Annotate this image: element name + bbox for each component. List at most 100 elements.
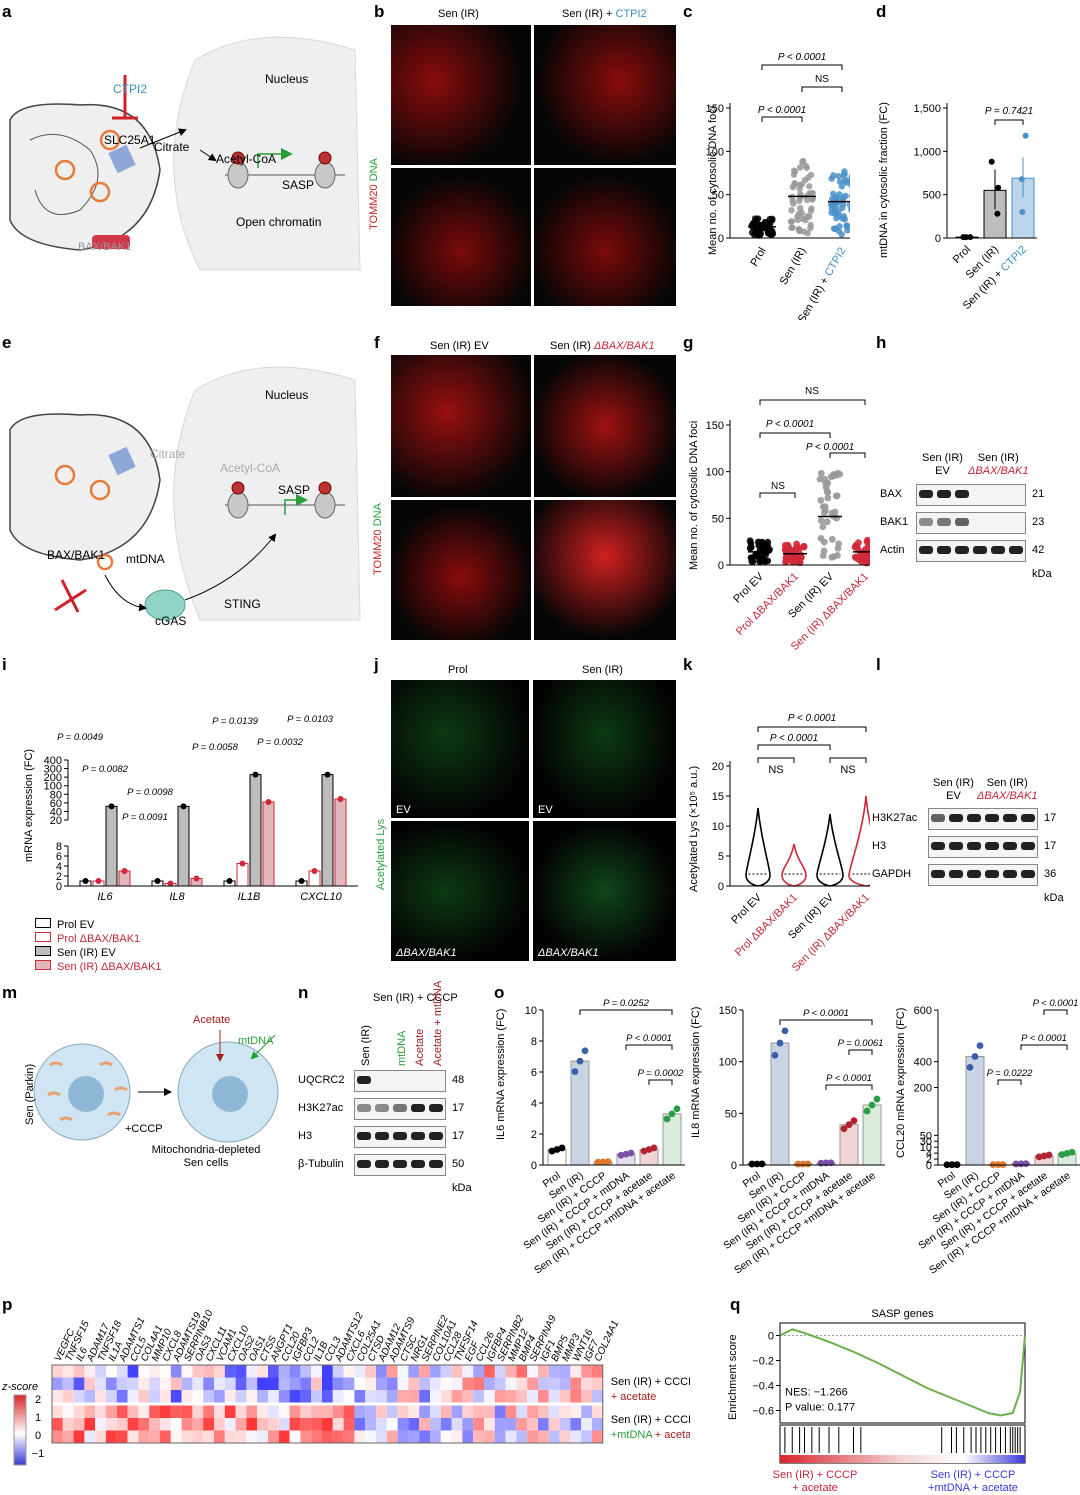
heatmap-cell [462,1406,473,1419]
c-point [841,168,847,174]
c-point [792,168,798,174]
e-acetylcoa: Acetyl-CoA [220,461,280,475]
heatmap-cell [311,1365,322,1378]
g-point [836,471,843,478]
heatmap-cell [592,1418,603,1431]
heatmap-cell [592,1431,603,1444]
heatmap-cell [354,1378,365,1391]
heatmap-cell [74,1406,85,1419]
g-ns1: NS [771,481,785,492]
g-point [818,470,825,477]
d-ytick-label: 500 [923,190,941,202]
heatmap-cell [506,1418,517,1431]
heatmap-cell [560,1390,571,1403]
heatmap-cell [527,1406,538,1419]
heatmap-cell [419,1378,430,1391]
blot-band [1003,842,1017,850]
o-pvalue: P < 0.0001 [626,1033,672,1044]
f-image-1 [391,355,531,497]
k-bracket-ns1 [758,758,794,763]
heatmap-cell [462,1418,473,1431]
heatmap-cell [160,1406,171,1419]
i-pvalue: P = 0.0103 [287,714,334,725]
heatmap-cell [333,1390,344,1403]
o-bracket [1021,1045,1067,1050]
blot-band [1003,870,1017,878]
heatmap-cell [149,1378,160,1391]
c-p-top: P < 0.0001 [778,52,826,63]
blot-row-label: Actin [880,544,904,556]
heatmap-cell [408,1418,419,1431]
blot-band [937,518,951,526]
blot-band [949,842,963,850]
heatmap-cell [495,1378,506,1391]
c-point [830,191,836,197]
heatmap-cell [300,1390,311,1403]
heatmap-cell [473,1390,484,1403]
heatmap-cell [322,1406,333,1419]
heatmap-cell [214,1418,225,1431]
g-point [822,503,829,510]
heatmap-cell [495,1431,506,1444]
o-pvalue: P < 0.0001 [803,1008,849,1019]
i-ytick-label: 0 [56,881,62,893]
heatmap-cell [592,1406,603,1419]
heatmap-cell [365,1406,376,1419]
heatmap-cell [430,1406,441,1419]
e-nucleus: Nucleus [265,388,308,402]
c-point [754,216,760,222]
j-ev-2: EV [538,804,553,816]
heatmap-cell [52,1365,63,1378]
heatmap-cell [52,1406,63,1419]
o-point [869,1102,876,1109]
heatmap-cell [452,1390,463,1403]
blot-kda: 42 [1032,544,1044,556]
heatmap-cell [149,1431,160,1444]
o-pvalue: P = 0.0061 [838,1038,884,1049]
o-point [1023,1160,1030,1167]
g-point [801,544,808,551]
blot-kda: 48 [452,1074,464,1086]
panel-d-label: d [876,2,886,22]
g-ytick-label: 50 [712,513,724,525]
heatmap-cell [527,1390,538,1403]
blot-band [931,870,945,878]
heatmap-cell [419,1418,430,1431]
i-bar [322,775,333,886]
i-point [338,796,344,802]
heatmap-cell [225,1406,236,1419]
heatmap-cell [462,1390,473,1403]
f-image-2 [534,355,676,497]
m-cccp: +CCCP [125,1123,163,1135]
heatmap-cell [268,1390,279,1403]
heatmap-cell [95,1431,106,1444]
c-point [808,208,814,214]
m-cell: Sen (Parkin) [24,1064,36,1125]
heatmap-cell [246,1390,257,1403]
o-point [1046,1152,1053,1159]
heatmap-cell [570,1406,581,1419]
i-point [181,803,187,809]
heatmap-cell [300,1431,311,1444]
d-ytick-label: 1,000 [913,146,941,158]
heatmap-cell [257,1365,268,1378]
blot-row-label: H3 [298,1130,312,1142]
k-ytick-label: 0 [718,881,724,893]
h-head2: Sen (IR)ΔBAX/BAK1 [968,452,1029,478]
blot-n-lane: Acetate [414,1029,426,1066]
o-point [651,1145,658,1152]
blot-band [375,1104,389,1112]
j-image-4 [533,821,676,961]
i-pvalue: P = 0.0032 [257,737,304,748]
i-point [299,878,305,884]
heatmap-cell [484,1378,495,1391]
heatmap-cell [95,1418,106,1431]
c-point [847,202,850,208]
c-point [765,230,771,236]
heatmap-cell [398,1390,409,1403]
k-ns2: NS [840,764,855,776]
blot-band [1009,546,1023,554]
k-group-label: Prol EV [729,891,764,926]
heatmap-cell [138,1378,149,1391]
i-gene-label: IL8 [169,891,185,903]
